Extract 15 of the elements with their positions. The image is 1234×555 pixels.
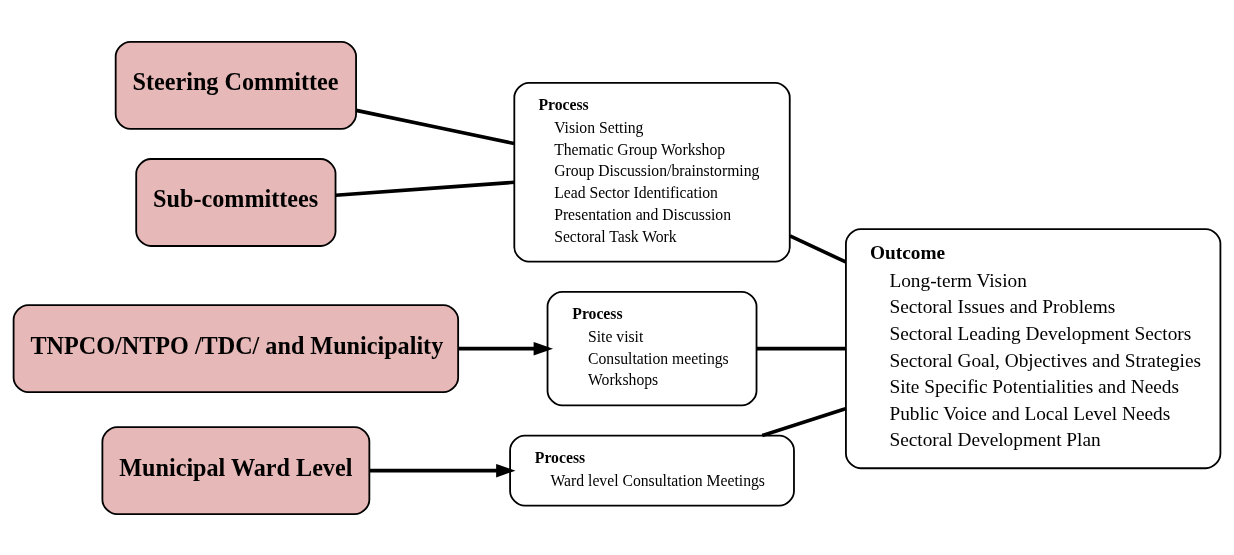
connector (355, 108, 515, 145)
arrow (458, 341, 553, 355)
node-box: Process Site visit Consultation meetings Workshops (546, 290, 758, 406)
node-box: TNPCO/NTPO /TDC/ and Municipality (12, 303, 460, 393)
node-box: Municipal Ward Level (101, 425, 371, 515)
connector (761, 406, 847, 437)
node-box: Process Ward level Consultation Meetings (509, 434, 795, 507)
node-box: Process Vision Setting Thematic Group Workshop Group Discussion/brainstorming Lead Sector Identification Presentation and Discussion Sectoral Task Work (513, 81, 791, 263)
connector (335, 179, 515, 197)
node-box: Steering Committee (114, 40, 357, 130)
node-box: Outcome Long-term Vision Sectoral Issues and Problems Sectoral Leading Development Sectors Sectoral Goal, Objectives and Strategies Site Specific Potentialities and Needs Public Voice and Local Level Needs Sectoral Development Plan (845, 227, 1222, 469)
node-box: Sub-committees (135, 157, 337, 247)
arrow (369, 463, 516, 477)
connector (756, 346, 846, 350)
connector (789, 233, 847, 264)
